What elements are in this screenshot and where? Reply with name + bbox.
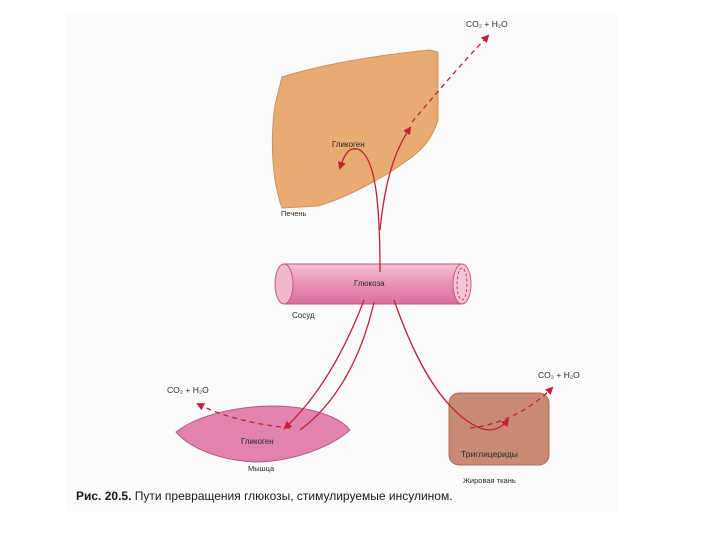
arrow-glucose-to-muscle-inner bbox=[299, 301, 375, 431]
arrow-liver-to-co2-top bbox=[379, 126, 412, 231]
arrow-glucose-to-liver-glycogen bbox=[337, 148, 381, 273]
liver-label: Печень bbox=[281, 209, 307, 218]
muscle-shape bbox=[175, 405, 351, 463]
co2-h2o-top-label: CO₂ + H₂O bbox=[466, 19, 508, 29]
figure-caption: Рис. 20.5. Пути превращения глюкозы, сти… bbox=[76, 489, 453, 503]
adipose-triglycerides-label: Триглицериды bbox=[461, 449, 518, 459]
arrow-adipose-to-co2-right bbox=[469, 386, 554, 429]
arrow-muscle-to-co2-left bbox=[196, 403, 291, 429]
vessel-glucose-label: Глюкоза bbox=[354, 279, 385, 288]
arrow-glucose-to-adipose bbox=[393, 299, 510, 431]
caption-text: Пути превращения глюкозы, стимулируемые … bbox=[134, 489, 453, 503]
vessel-label: Сосуд bbox=[292, 311, 315, 320]
co2-h2o-right-label: CO₂ + H₂O bbox=[538, 370, 580, 380]
arrow-glucose-to-muscle bbox=[283, 299, 365, 430]
liver-shape bbox=[271, 49, 439, 209]
adipose-shape bbox=[448, 392, 550, 466]
vessel-tube bbox=[274, 263, 472, 305]
liver-glycogen-label: Гликоген bbox=[332, 140, 365, 149]
co2-h2o-left-label: CO₂ + H₂O bbox=[167, 385, 209, 395]
muscle-glycogen-label: Гликоген bbox=[241, 437, 274, 446]
pathway-arrows bbox=[196, 34, 554, 431]
adipose-label: Жировая ткань bbox=[463, 476, 516, 485]
arrow-liver-to-co2-top-dashed bbox=[411, 34, 490, 123]
muscle-label: Мышца bbox=[248, 464, 275, 473]
caption-number: Рис. 20.5. bbox=[76, 489, 132, 503]
